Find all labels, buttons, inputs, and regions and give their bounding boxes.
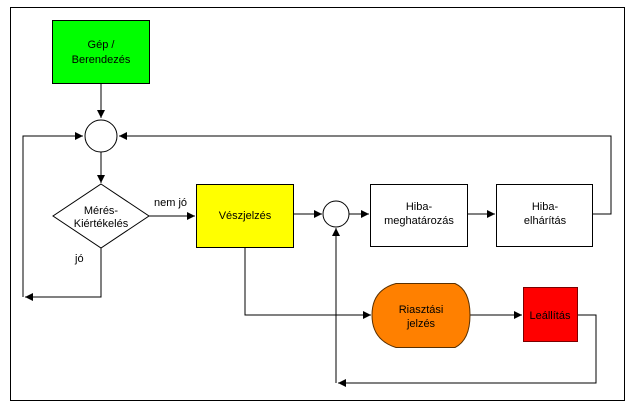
alarm-signal-label-line2: jelzés [406, 318, 436, 330]
fault-repair-label-line2: elhárítás [524, 215, 567, 227]
decision-label-line1: Mérés- [84, 205, 119, 217]
node-fault-detection: Hiba- meghatározás [370, 184, 468, 247]
edges [22, 83, 612, 387]
node-alarm-signal: Riasztási jelzés [371, 283, 471, 348]
fault-detection-label-line1: Hiba- [406, 201, 433, 213]
edge-left-loop-to-junction [22, 132, 83, 297]
node-alarm: Vészjelzés [196, 184, 294, 248]
edge-shutdown-loop [338, 314, 597, 387]
edge-repair-feedback [119, 132, 612, 215]
decision-label-line2: Kiértékelés [74, 218, 129, 230]
alarm-signal-label-line1: Riasztási [399, 304, 444, 316]
edge-alarm-to-signal [244, 248, 371, 319]
machine-label-line2: Berendezés [72, 54, 131, 66]
edge-decision-ok-down [25, 248, 102, 301]
junction-mid [322, 200, 350, 228]
fault-detection-label-line2: meghatározás [384, 215, 454, 227]
edge-label-not-ok: nem jó [154, 197, 187, 209]
diagram-frame [10, 7, 625, 401]
edge-label-ok: jó [74, 253, 84, 265]
machine-label-line1: Gép / [88, 39, 116, 51]
junction-top [84, 119, 118, 153]
node-machine: Gép / Berendezés [52, 20, 150, 84]
node-shutdown: Leállítás [523, 287, 578, 342]
alarm-label: Vészjelzés [219, 210, 272, 222]
node-decision: Mérés- Kiértékelés [52, 183, 150, 249]
fault-repair-label-line1: Hiba- [532, 201, 559, 213]
node-fault-repair: Hiba- elhárítás [496, 184, 593, 247]
shutdown-label: Leállítás [530, 310, 571, 322]
